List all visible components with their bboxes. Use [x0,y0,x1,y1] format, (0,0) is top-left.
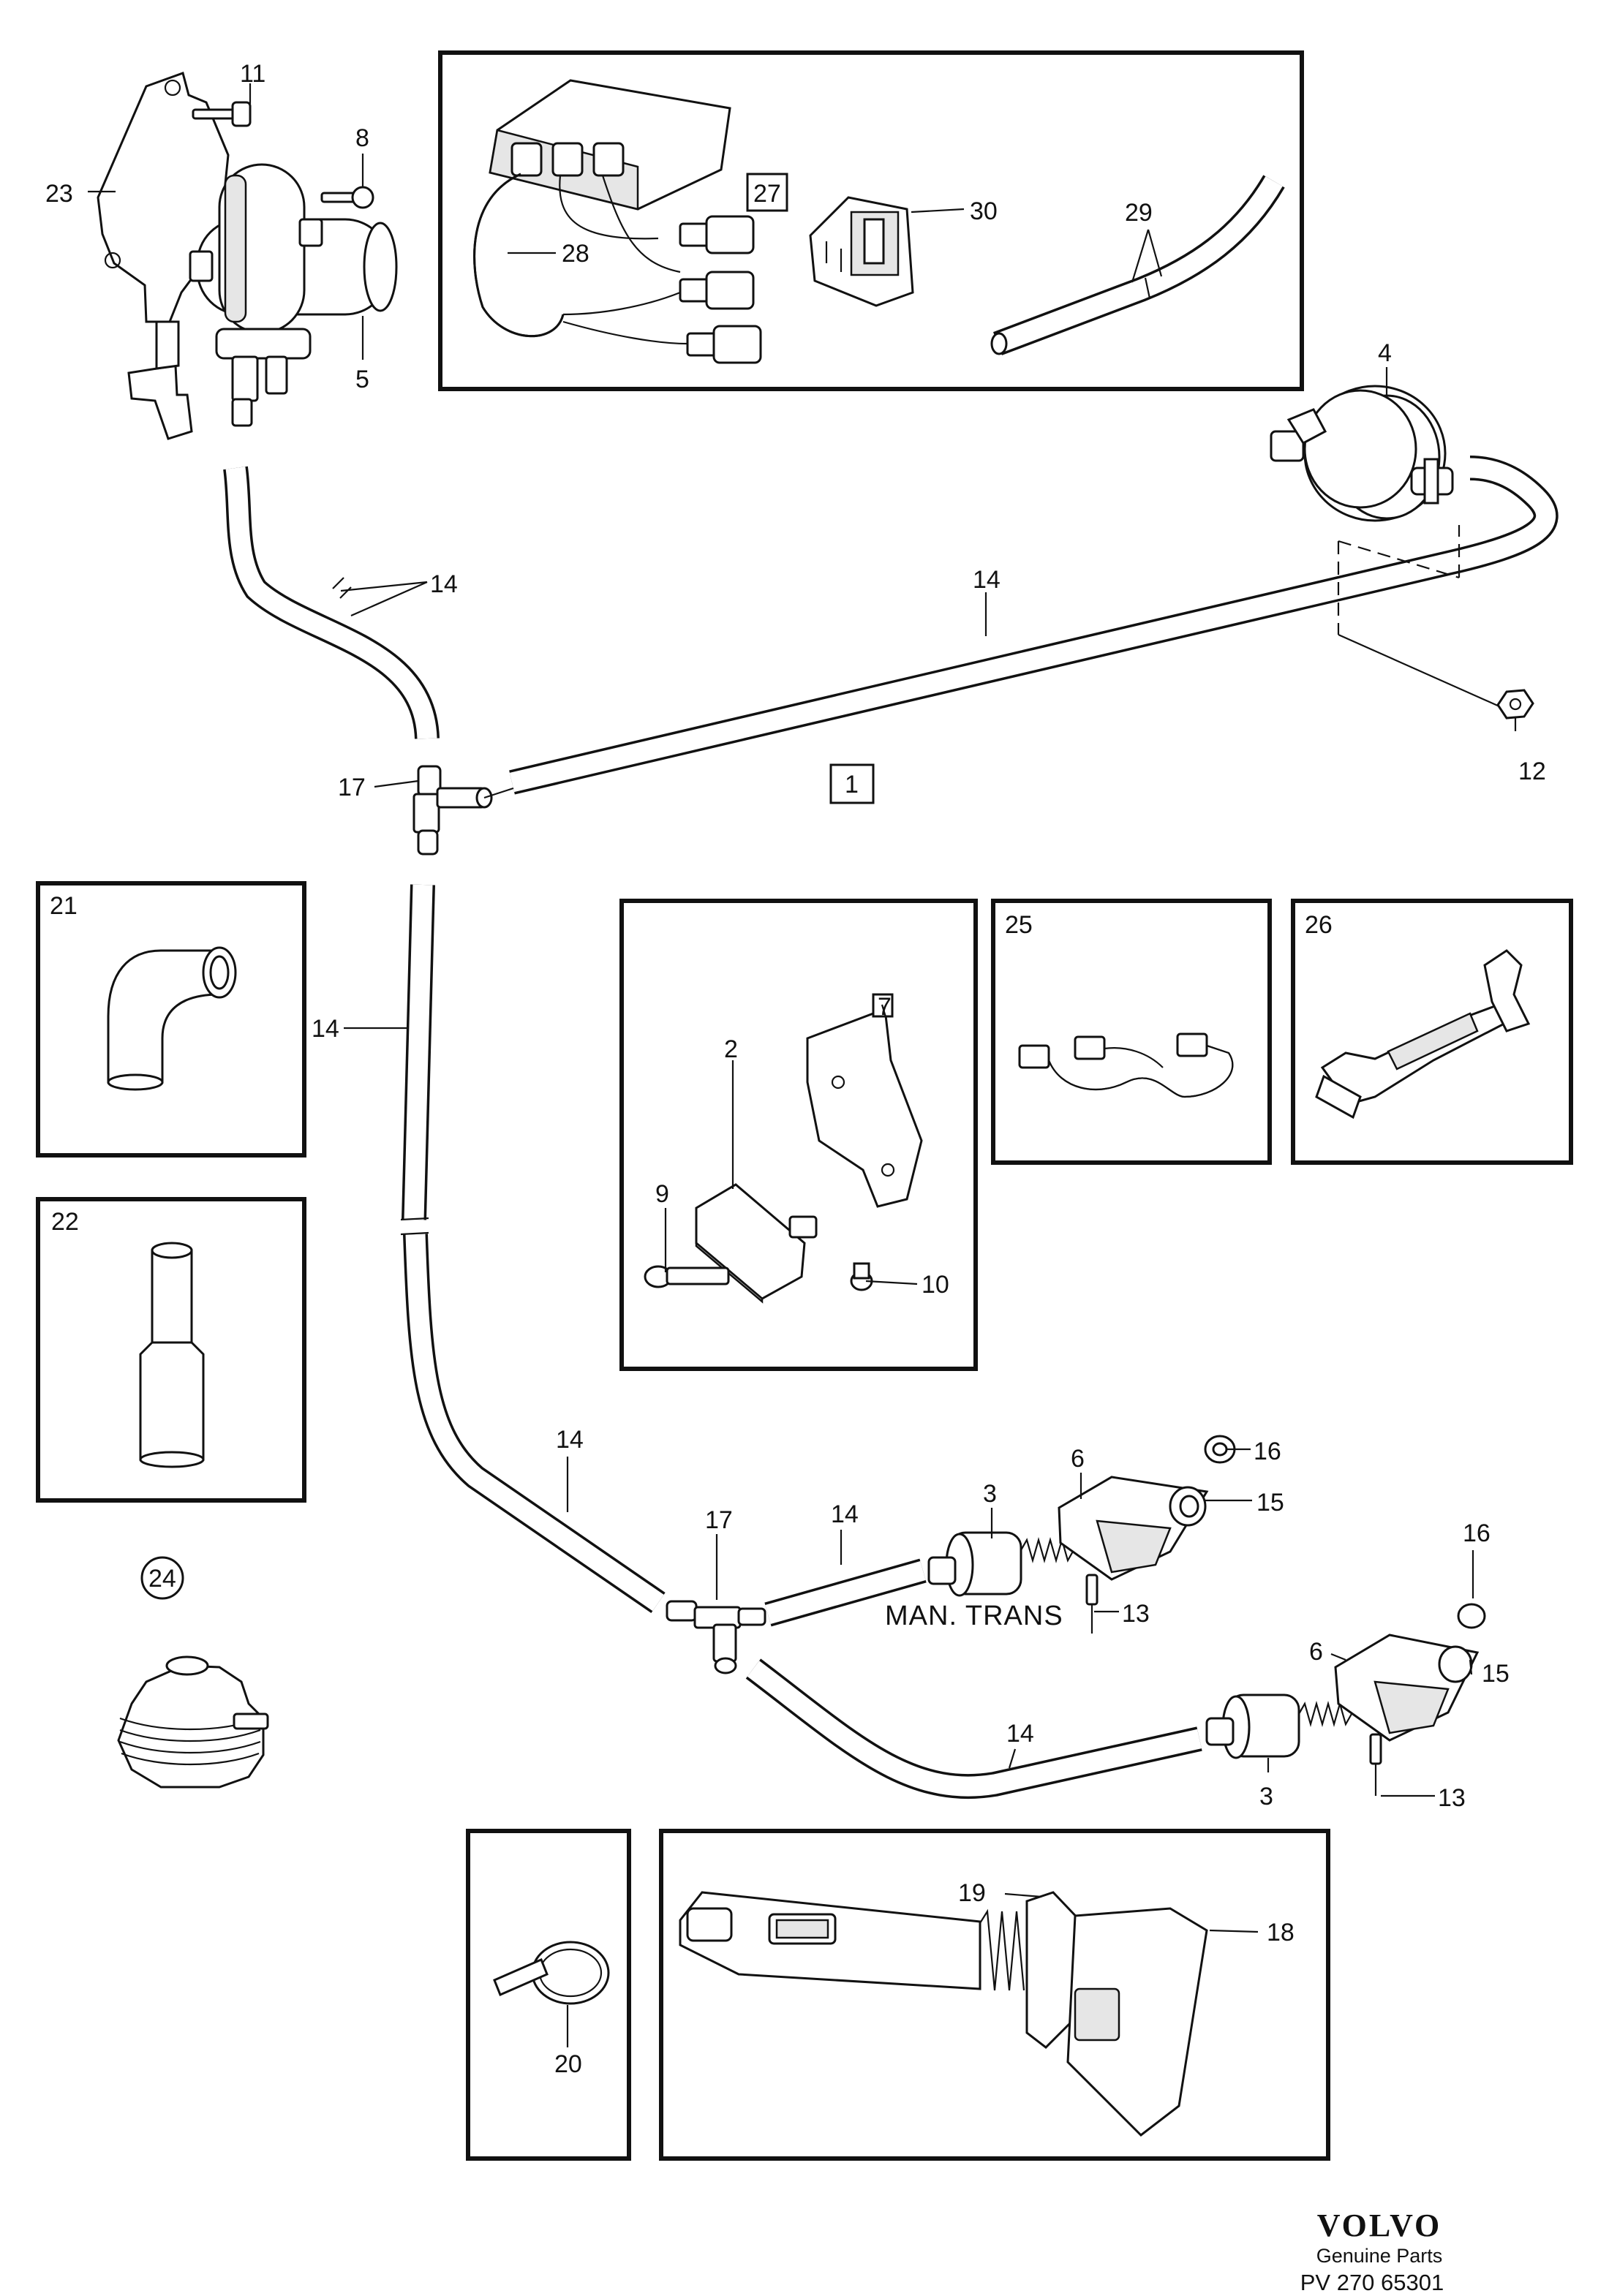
inset-cable-tie [466,1829,631,2161]
volvo-logo: VOLVO [1316,2208,1442,2243]
inset-reducer-hose [36,1197,306,1503]
callout-6a: 6 [1071,1445,1085,1473]
callout-3b: 3 [1259,1783,1273,1810]
group-box-1 [829,763,875,804]
callout-29: 29 [1125,199,1153,227]
clip-26 [1315,949,1531,1119]
callout-14c: 14 [312,1015,339,1043]
callout-21: 21 [50,892,78,920]
man-trans-note: MAN. TRANS [885,1601,1063,1631]
callout-7: 7 [878,993,892,1021]
diagram-code: PV 270 65301 [1300,2270,1444,2295]
leader-lines [88,83,1517,2047]
group-label-1: 1 [845,771,859,798]
inset-elbow-hose [36,881,306,1158]
vacuum-valve-assembly [97,72,398,440]
callout-17b: 17 [705,1506,733,1534]
t-connector-lower [666,1600,766,1674]
relay-30 [809,196,914,307]
callout-11: 11 [240,60,265,88]
connector-plugs [679,215,762,364]
callout-17a: 17 [338,774,366,801]
bracket-7 [806,993,923,1208]
callout-14e: 14 [831,1500,859,1528]
callout-2: 2 [724,1035,738,1063]
callout-18: 18 [1267,1919,1295,1946]
callout-25: 25 [1005,911,1033,939]
t-connector-upper [412,765,514,856]
actuator-auto [1205,1603,1486,1796]
callout-4: 4 [1378,339,1392,367]
inset-clip-26 [1291,899,1573,1165]
callout-10: 10 [922,1271,949,1299]
callout-26: 26 [1305,911,1333,939]
hose-joint-marks [332,577,429,1236]
callout-14d: 14 [556,1426,584,1454]
callout-circle-24 [140,1556,184,1600]
vacuum-hose-network [223,456,1559,1800]
callout-27: 27 [753,180,781,208]
callout-15a: 15 [1256,1489,1284,1517]
wiring-harness-28 [473,79,762,364]
callout-9: 9 [655,1180,669,1208]
cruise-switch-18 [679,1891,1208,2137]
callout-8: 8 [355,124,369,152]
bellow-24 [117,1655,269,1789]
inset-cable-25 [991,899,1272,1165]
callout-15b: 15 [1482,1660,1510,1688]
callout-19: 19 [958,1879,986,1907]
callout-16b: 16 [1463,1519,1491,1547]
brand-tagline: Genuine Parts [1316,2245,1443,2267]
callout-30: 30 [970,197,998,225]
callout-22: 22 [51,1208,79,1236]
callout-20: 20 [554,2050,582,2078]
callout-13b: 13 [1438,1784,1466,1812]
callout-6b: 6 [1309,1638,1323,1666]
cable-tie-20 [493,1941,610,2005]
screw-10 [850,1262,873,1291]
callout-14f: 14 [1006,1720,1034,1748]
inset-cruise-switch [659,1829,1330,2161]
screw-9 [644,1265,730,1288]
callout-3a: 3 [983,1480,997,1508]
reducer-hose-22 [139,1242,205,1468]
hose-29 [990,175,1285,355]
callout-labels: 11 8 23 5 28 29 30 27 4 14 14 12 17 14 2… [45,60,1546,2078]
callout-12: 12 [1518,758,1546,785]
callout-5: 5 [355,366,369,393]
callout-14a: 14 [430,570,458,598]
group-box-27 [746,173,788,212]
vacuum-servo [1270,385,1500,708]
nut-12 [1496,689,1534,720]
callout-28: 28 [562,240,589,268]
callout-14b: 14 [973,566,1001,594]
cable-25 [1018,1032,1234,1098]
inset-control-module [619,899,978,1371]
elbow-hose-21 [107,946,237,1091]
actuator-man-trans [927,1435,1236,1634]
callout-23: 23 [45,180,73,208]
callout-24: 24 [148,1565,176,1593]
callout-16a: 16 [1254,1438,1281,1465]
inset-wiring-harness [438,50,1304,391]
callout-13a: 13 [1122,1600,1150,1628]
